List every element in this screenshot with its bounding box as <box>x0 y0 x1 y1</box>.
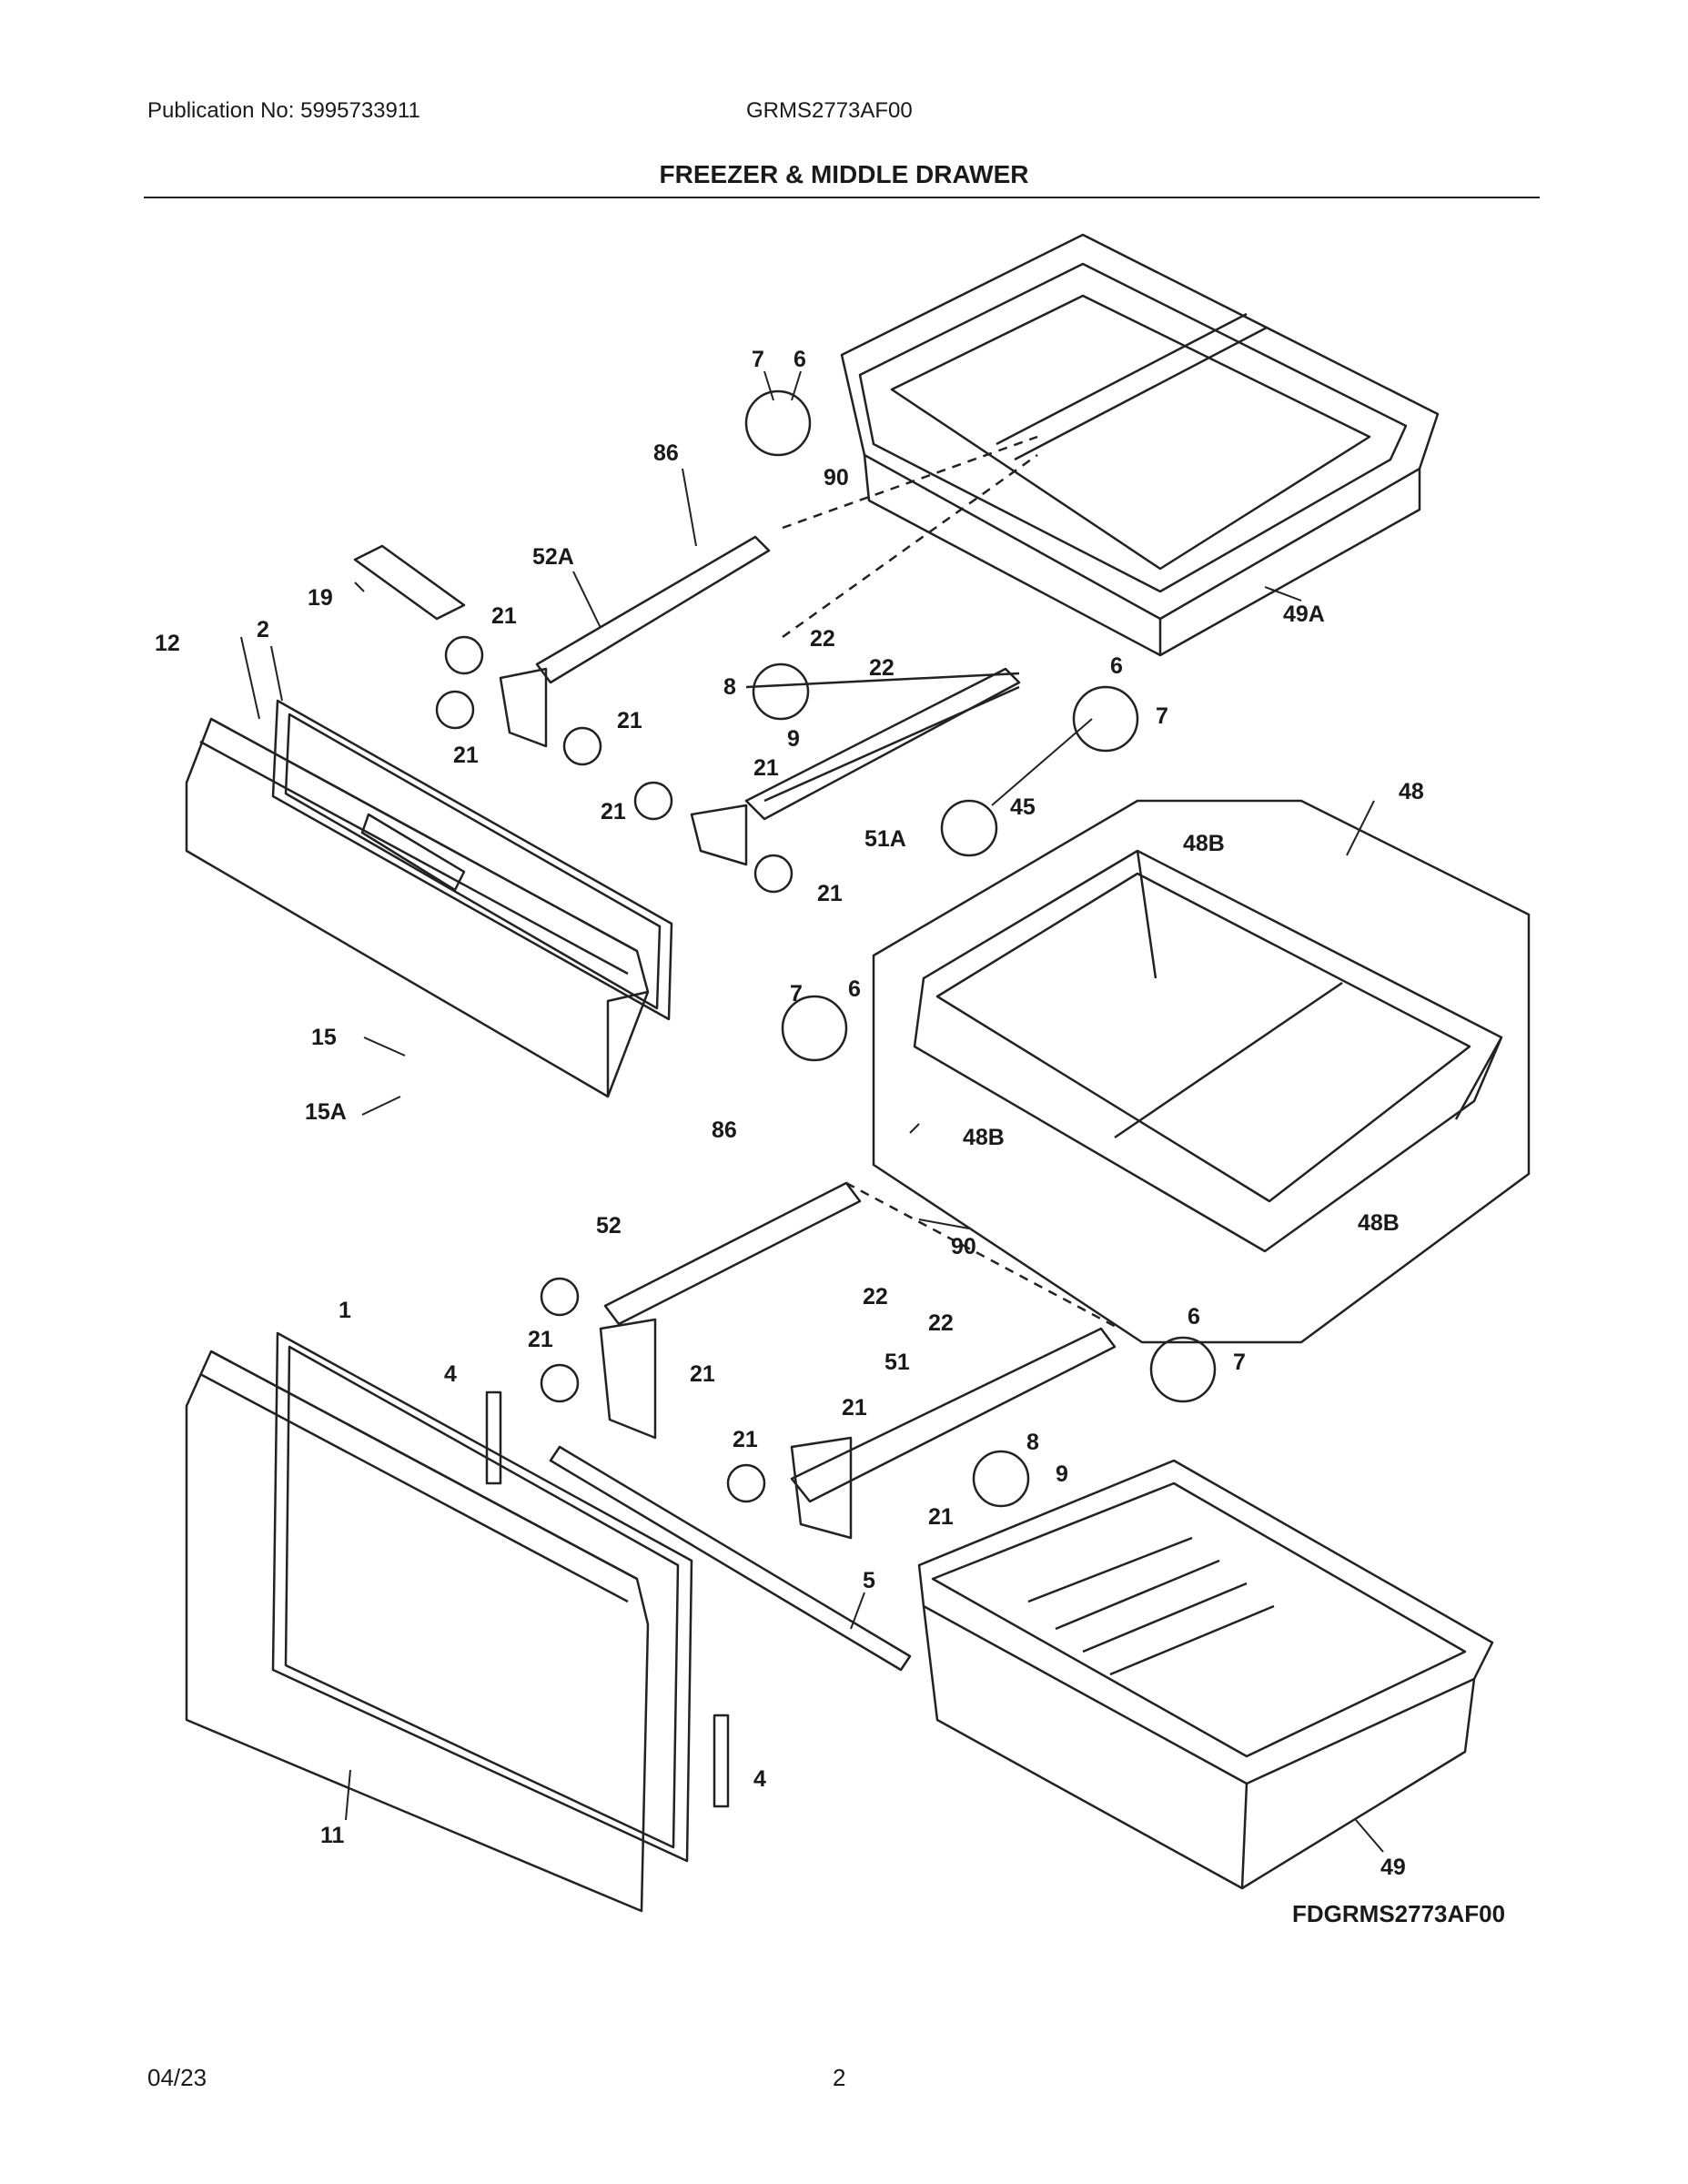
callout-90: 90 <box>951 1234 976 1259</box>
detail-circles <box>435 389 1217 1508</box>
callout-21: 21 <box>491 603 517 629</box>
callout-21: 21 <box>817 881 843 906</box>
callout-6: 6 <box>1188 1304 1200 1330</box>
callout-21: 21 <box>601 799 626 824</box>
callout-52A: 52A <box>532 544 574 570</box>
callout-22: 22 <box>863 1284 888 1309</box>
callout-21: 21 <box>928 1504 954 1530</box>
publication-number: Publication No: 5995733911 <box>147 98 420 123</box>
callout-labels: 7 6 86 90 52A 49A 19 21 22 12 2 8 22 6 2… <box>155 347 1424 1880</box>
callout-22: 22 <box>928 1310 954 1336</box>
bottom-basket-49 <box>917 1459 1494 1890</box>
callout-15A: 15A <box>305 1099 347 1125</box>
callout-6: 6 <box>848 976 861 1002</box>
callout-49A: 49A <box>1283 602 1325 627</box>
upper-slide-assembly <box>499 435 1038 866</box>
callout-21: 21 <box>753 755 779 781</box>
freezer-basket-49A <box>840 233 1440 657</box>
lower-door-11 <box>185 1350 650 1913</box>
footer-date: 04/23 <box>147 2064 207 2091</box>
callout-21: 21 <box>842 1395 867 1421</box>
callout-21: 21 <box>453 743 479 768</box>
callout-1: 1 <box>339 1298 351 1323</box>
callout-7: 7 <box>1233 1350 1246 1375</box>
callout-21: 21 <box>528 1327 553 1352</box>
callout-48B: 48B <box>963 1125 1005 1150</box>
page-number: 2 <box>833 2064 846 2091</box>
callout-48B: 48B <box>1358 1210 1400 1236</box>
callout-48B: 48B <box>1183 831 1225 856</box>
page-title: FREEZER & MIDDLE DRAWER <box>659 160 1029 188</box>
callout-86: 86 <box>653 440 679 466</box>
callout-48: 48 <box>1399 779 1424 804</box>
callout-86: 86 <box>712 1117 737 1143</box>
callout-52: 52 <box>596 1213 622 1239</box>
callout-49: 49 <box>1380 1855 1406 1880</box>
callout-4: 4 <box>444 1361 457 1387</box>
callout-8: 8 <box>1026 1430 1039 1455</box>
callout-5: 5 <box>863 1568 875 1593</box>
rail-4-lower <box>713 1714 730 1808</box>
leader-lines <box>240 370 1384 1853</box>
callout-12: 12 <box>155 631 180 656</box>
detail-hexagon <box>872 799 1531 1344</box>
callout-7: 7 <box>1156 703 1168 729</box>
callout-90: 90 <box>824 465 849 490</box>
callout-7: 7 <box>790 981 803 1006</box>
title-rule <box>144 197 1540 198</box>
callout-21: 21 <box>733 1427 758 1452</box>
middle-drawer-48 <box>913 849 1503 1253</box>
callout-22: 22 <box>869 655 895 681</box>
callout-22: 22 <box>810 626 835 652</box>
callout-11: 11 <box>320 1823 345 1848</box>
callout-6: 6 <box>1110 653 1123 679</box>
bracket-19 <box>353 544 466 621</box>
callout-4: 4 <box>753 1766 766 1792</box>
callout-51: 51 <box>884 1350 910 1375</box>
rail-5 <box>549 1445 912 1672</box>
callout-9: 9 <box>787 726 800 752</box>
rail-4-upper <box>485 1390 502 1485</box>
callout-9: 9 <box>1056 1461 1068 1487</box>
callout-15: 15 <box>311 1025 337 1050</box>
callout-21: 21 <box>617 708 642 733</box>
callout-7: 7 <box>752 347 764 372</box>
callout-2: 2 <box>257 617 269 642</box>
freezer-door-12 <box>185 717 650 1098</box>
lower-slide-assembly <box>599 1181 1120 1540</box>
callout-45: 45 <box>1010 794 1036 820</box>
door-gasket-2 <box>271 699 673 1021</box>
callout-19: 19 <box>308 585 333 611</box>
door-gasket-1 <box>271 1331 693 1863</box>
callout-6: 6 <box>793 347 806 372</box>
callout-21: 21 <box>690 1361 715 1387</box>
diagram-reference-code: FDGRMS2773AF00 <box>1292 1900 1506 1927</box>
model-number: GRMS2773AF00 <box>746 98 913 123</box>
callout-51A: 51A <box>864 826 906 852</box>
callout-8: 8 <box>723 674 736 700</box>
